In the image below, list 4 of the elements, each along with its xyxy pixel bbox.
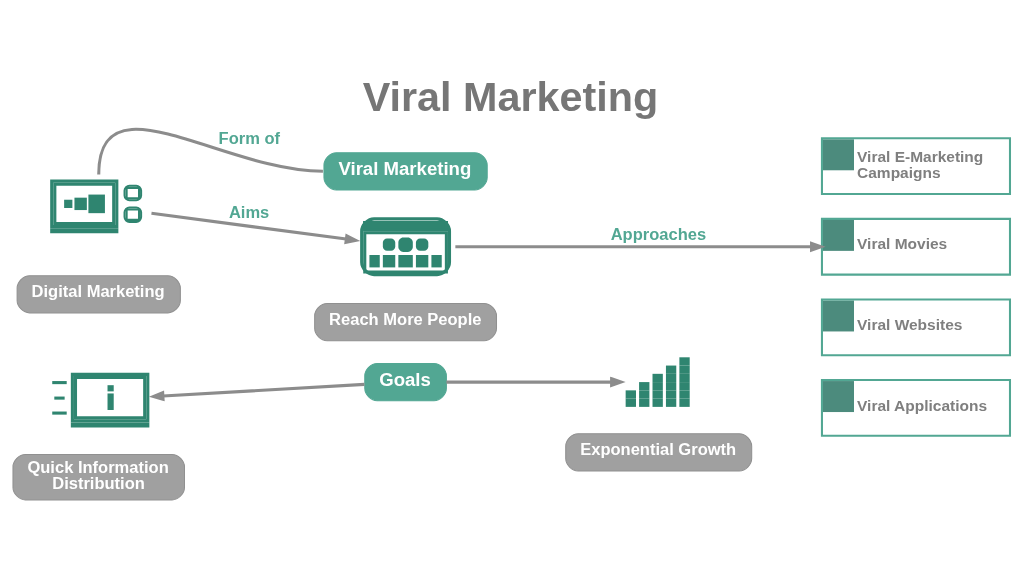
diagram-title: Viral Marketing	[362, 74, 659, 121]
edge-label: Aims	[228, 202, 270, 222]
edge-label: Approaches	[610, 225, 707, 245]
edge-label: Form of	[218, 129, 281, 149]
